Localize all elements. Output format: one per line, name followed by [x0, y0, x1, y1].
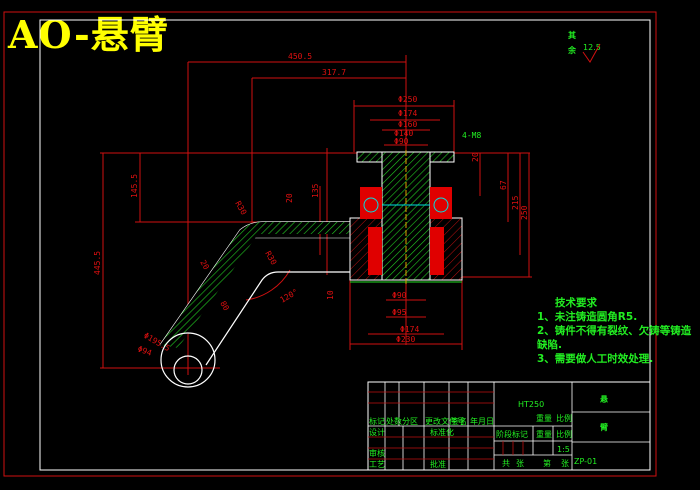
dim-r30-a: R30	[233, 200, 248, 217]
tb-scale: 1:5	[557, 445, 570, 454]
tb-header-mark: 标记	[369, 416, 385, 426]
note-item: 2、铸件不得有裂纹、欠铸等铸造缺陷.	[537, 325, 692, 351]
roughness-label-1: 其	[568, 30, 576, 40]
dim-20: 20	[285, 193, 294, 203]
dim-phi174: Φ174	[398, 109, 417, 118]
tb-ratio: 比例	[556, 413, 572, 423]
dim-145-5: 145.5	[130, 174, 139, 198]
tb-drawing-no: ZP-01	[574, 457, 597, 466]
dim-phi90: Φ90	[394, 137, 409, 146]
hub-section	[349, 150, 463, 285]
tb-part-name-2: 臂	[600, 422, 608, 432]
tb-sheets: 张	[516, 459, 524, 468]
dim-135: 135	[311, 183, 320, 198]
dim-120deg: 120°	[279, 287, 300, 304]
tb-sheets-2: 张	[561, 459, 569, 468]
roughness-icon	[582, 43, 601, 63]
tb-total: 共	[502, 459, 510, 468]
tb-material: HT250	[518, 400, 544, 409]
dim-20-c: 20	[471, 152, 480, 162]
dim-phi230: Φ230	[396, 335, 415, 344]
outer-frame	[3, 11, 657, 477]
dim-phi95: Φ95	[392, 308, 407, 317]
tb-header-count: 处数	[386, 416, 402, 426]
dim-phi90-b: Φ90	[392, 291, 407, 300]
tb-stage: 阶段标记	[496, 429, 528, 439]
roughness-label-2: 余	[567, 45, 577, 55]
tb-header-zone: 分区	[402, 417, 418, 426]
tb-page: 第	[543, 458, 551, 468]
dim-80: 80	[218, 300, 231, 313]
dim-phi94: Φ94	[136, 344, 153, 357]
dimension-labels: 450.5 317.7 445.5 145.5 135 20 R30 20 R3…	[93, 52, 529, 358]
tb-part-name-1: 悬	[599, 394, 608, 404]
note-item: 3、需要做人工时效处理.	[537, 353, 654, 365]
dim-250: 250	[520, 205, 529, 220]
title-block: 标记 处数 分区 更改文件号 签名 年月日 设计 标准化 审核 工艺 批准 HT…	[367, 381, 651, 471]
dim-10: 10	[326, 290, 335, 300]
roughness-value: 12.5	[583, 43, 601, 52]
tb-header-change-doc: 更改文件号	[425, 416, 465, 426]
tb-design: 设计	[369, 427, 385, 437]
technical-requirements: 技术要求 1、未注铸造圆角R5. 2、铸件不得有裂纹、欠铸等铸造缺陷. 3、需要…	[537, 296, 700, 366]
inner-frame	[39, 19, 651, 471]
tb-standard: 标准化	[430, 427, 454, 437]
arm-outline	[159, 221, 350, 388]
dim-r30-b: R30	[263, 250, 278, 267]
tb-header-date: 年月日	[470, 416, 494, 426]
dim-phi250: Φ250	[398, 95, 417, 104]
dim-4-m8: 4-M8	[462, 131, 481, 140]
dim-67: 67	[499, 180, 508, 190]
tb-approve: 批准	[430, 459, 446, 469]
dim-445-5: 445.5	[93, 251, 102, 275]
dim-phi140: Φ140	[394, 129, 413, 138]
tb-ratio-2: 比例	[556, 429, 572, 439]
roughness-symbol: 其 余 12.5	[567, 30, 601, 63]
tb-process: 工艺	[369, 460, 385, 469]
tb-weight-2: 重量	[536, 429, 552, 439]
dimension-lines	[100, 55, 532, 375]
dim-317-7: 317.7	[322, 68, 346, 77]
dim-phi174-b: Φ174	[400, 325, 419, 334]
tb-review: 审核	[369, 448, 385, 458]
tb-header-sign: 签名	[451, 416, 467, 426]
note-item: 1、未注铸造圆角R5.	[537, 311, 638, 323]
dim-450-5: 450.5	[288, 52, 312, 61]
tb-weight: 重量	[536, 413, 552, 423]
dim-20-b: 20	[198, 259, 211, 272]
dim-215: 215	[511, 195, 520, 210]
dim-phi160: Φ160	[398, 120, 417, 129]
notes-heading: 技术要求	[555, 297, 597, 309]
